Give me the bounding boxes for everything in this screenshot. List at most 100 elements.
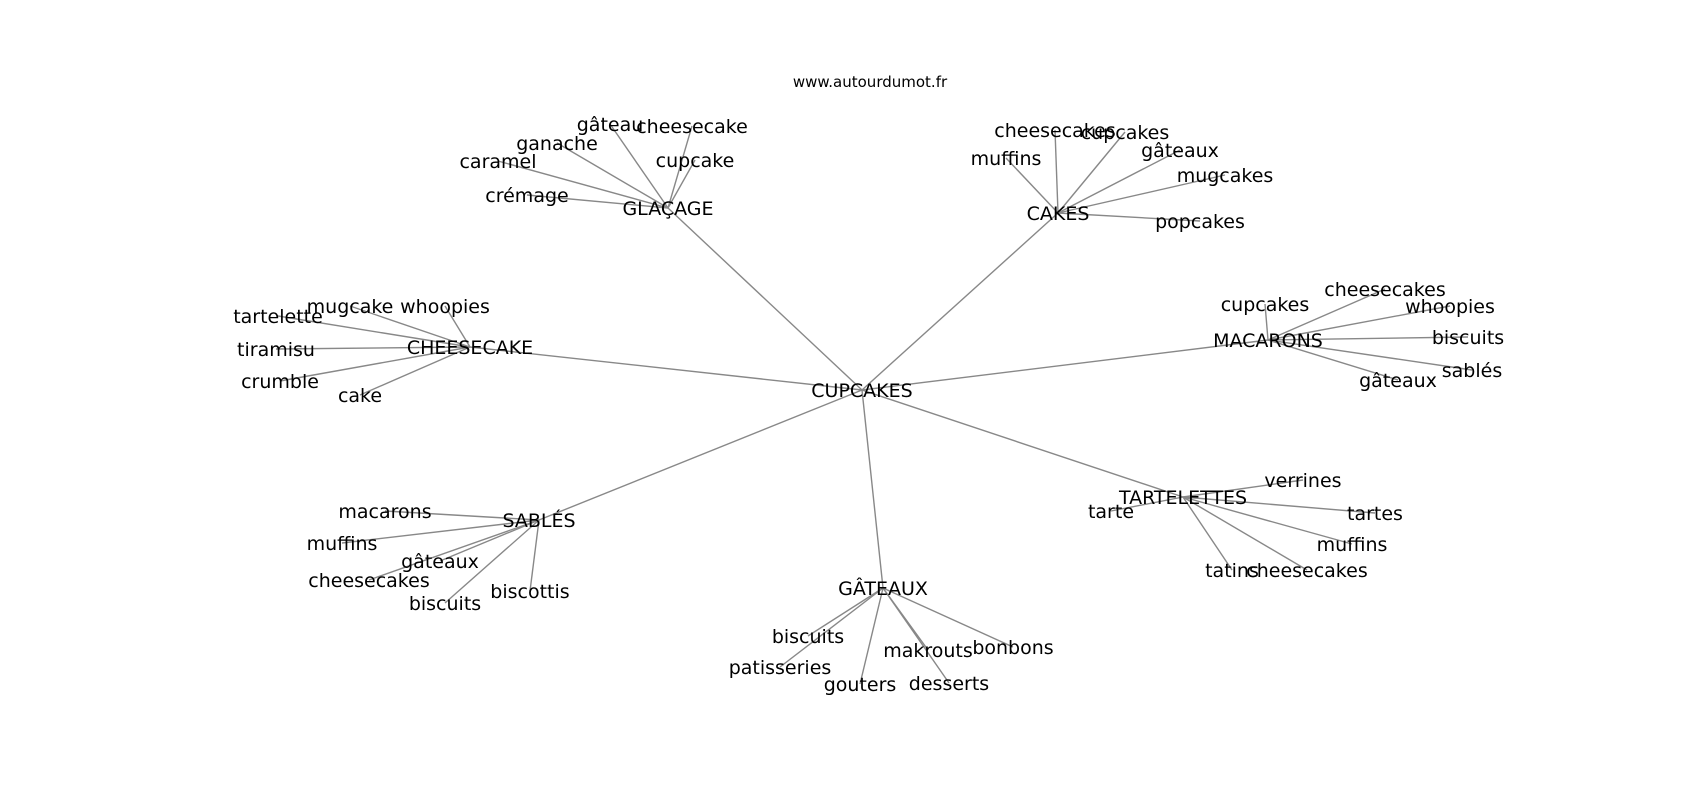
site-url-label: www.autourdumot.fr xyxy=(793,73,948,91)
hub-node: TARTELETTES xyxy=(1118,487,1247,509)
leaf-node: whoopies xyxy=(400,296,490,318)
leaf-node: biscuits xyxy=(772,626,844,648)
hub-to-leaf-edge xyxy=(1182,496,1376,514)
leaf-node: popcakes xyxy=(1155,211,1245,233)
hub-node: MACARONS xyxy=(1213,330,1323,352)
leaf-node: biscottis xyxy=(490,581,569,603)
leaf-node: cheesecakes xyxy=(1246,560,1367,582)
hub-node: CAKES xyxy=(1027,203,1090,225)
leaf-node: ganache xyxy=(516,133,598,155)
center-to-hub-edge xyxy=(538,389,863,521)
hub-to-leaf-edge xyxy=(275,346,471,350)
leaf-node: tartelette xyxy=(233,306,323,328)
center-to-hub-edge xyxy=(861,389,1184,498)
hub-to-leaf-edge xyxy=(1182,479,1304,498)
graph-edges xyxy=(275,123,1473,685)
leaf-node: biscuits xyxy=(1432,327,1504,349)
hub-to-leaf-edge xyxy=(444,305,471,348)
hub-to-leaf-edge xyxy=(556,142,669,209)
leaf-node: biscuits xyxy=(409,593,481,615)
leaf-node: gouters xyxy=(824,674,897,696)
leaf-node: whoopies xyxy=(1405,296,1495,318)
hub-to-leaf-edge xyxy=(609,123,669,209)
hub-to-leaf-edge xyxy=(1267,339,1473,371)
center-to-hub-edge xyxy=(861,339,1269,391)
leaf-node: macarons xyxy=(338,501,431,523)
hub-to-leaf-edge xyxy=(526,194,669,209)
center-to-hub-edge xyxy=(667,207,863,391)
hub-to-leaf-edge xyxy=(341,519,540,544)
leaf-node: tatins xyxy=(1205,560,1259,582)
hub-to-leaf-edge xyxy=(1267,339,1399,381)
leaf-node: gâteau xyxy=(577,114,644,136)
leaf-node: desserts xyxy=(909,673,989,695)
leaf-node: verrines xyxy=(1264,470,1341,492)
leaf-node: patisseries xyxy=(729,657,832,679)
leaf-node: muffins xyxy=(307,533,378,555)
leaf-node: sablés xyxy=(1442,360,1502,382)
hub-to-leaf-edge xyxy=(1267,288,1386,341)
leaf-node: cheesecakes xyxy=(1324,279,1445,301)
hub-to-leaf-edge xyxy=(497,160,669,209)
hub-to-leaf-edge xyxy=(1267,336,1469,341)
leaf-node: cupcakes xyxy=(1221,294,1310,316)
leaf-node: tarte xyxy=(1088,501,1134,523)
leaf-node: caramel xyxy=(459,151,536,173)
hub-to-leaf-edge xyxy=(1182,496,1353,545)
leaf-node: crémage xyxy=(485,185,568,207)
hub-to-leaf-edge xyxy=(279,346,471,382)
leaf-node: cheesecakes xyxy=(994,120,1115,142)
leaf-node: gâteaux xyxy=(1141,140,1219,162)
hub-node: GLAÇAGE xyxy=(622,198,713,220)
center-to-hub-edge xyxy=(861,212,1059,391)
leaf-node: tartes xyxy=(1347,503,1403,525)
hub-to-leaf-edge xyxy=(1057,174,1226,214)
leaf-node: gâteaux xyxy=(1359,370,1437,392)
hub-to-leaf-edge xyxy=(1057,149,1181,214)
hub-to-leaf-edge xyxy=(439,519,540,562)
leaf-node: crumble xyxy=(241,371,319,393)
hub-to-leaf-edge xyxy=(1264,303,1269,341)
leaf-node: cake xyxy=(338,385,382,407)
hub-to-leaf-edge xyxy=(1182,496,1308,571)
leaf-node: muffins xyxy=(971,148,1042,170)
leaf-node: bonbons xyxy=(972,637,1053,659)
hub-to-leaf-edge xyxy=(1054,129,1059,214)
hub-to-leaf-edge xyxy=(1182,496,1233,571)
hub-to-leaf-edge xyxy=(1057,212,1201,222)
leaf-node: mugcakes xyxy=(1177,165,1274,187)
hub-to-leaf-edge xyxy=(1110,496,1184,512)
hub-to-leaf-edge xyxy=(368,519,540,581)
center-node: CUPCAKES xyxy=(811,380,912,402)
hub-to-leaf-edge xyxy=(529,519,540,592)
hub-to-leaf-edge xyxy=(667,159,696,209)
center-to-hub-edge xyxy=(469,346,863,391)
leaf-node: cupcakes xyxy=(1081,122,1170,144)
hub-to-leaf-edge xyxy=(882,587,1014,648)
hub-node: SABLÉS xyxy=(502,509,575,532)
leaf-node: cheesecakes xyxy=(308,570,429,592)
hub-to-leaf-edge xyxy=(1005,157,1059,214)
hub-to-leaf-edge xyxy=(349,305,471,348)
leaf-node: makrouts xyxy=(883,640,973,662)
hub-node: CHEESECAKE xyxy=(407,337,533,359)
hub-to-leaf-edge xyxy=(779,587,884,668)
center-to-hub-edge xyxy=(861,389,884,589)
hub-to-leaf-edge xyxy=(667,125,693,209)
hub-to-leaf-edge xyxy=(359,346,471,396)
leaf-node: gâteaux xyxy=(401,551,479,573)
hub-to-leaf-edge xyxy=(384,510,540,521)
leaf-node: muffins xyxy=(1317,534,1388,556)
hub-node: GÂTEAUX xyxy=(838,577,928,600)
hub-to-leaf-edge xyxy=(807,587,884,637)
hub-to-leaf-edge xyxy=(1057,131,1126,214)
hub-to-leaf-edge xyxy=(277,315,471,348)
hub-to-leaf-edge xyxy=(859,587,884,685)
leaf-node: cheesecake xyxy=(636,116,748,138)
leaf-node: cupcake xyxy=(656,150,735,172)
hub-to-leaf-edge xyxy=(1267,305,1451,341)
hub-to-leaf-edge xyxy=(444,519,540,604)
leaf-node: tiramisu xyxy=(237,339,315,361)
